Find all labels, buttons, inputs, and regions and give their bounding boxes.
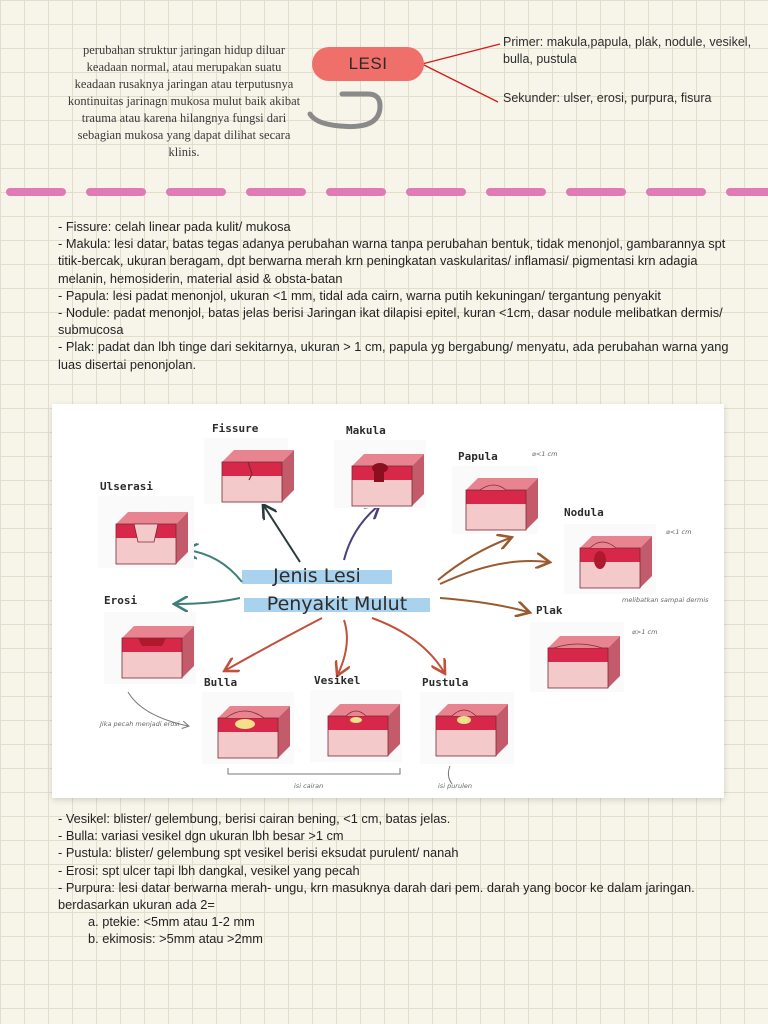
- arrow-bulla: [226, 618, 322, 670]
- arrow-fissure: [264, 506, 300, 562]
- label-bulla: Bulla: [204, 676, 237, 689]
- primer-connector-line: [422, 44, 500, 64]
- figure-title-line1: Jenis Lesi: [272, 565, 361, 587]
- figure-title-line2: Penyakit Mulut: [267, 593, 407, 615]
- definition-bulla: - Bulla: variasi vesikel dgn ukuran lbh …: [58, 827, 758, 844]
- purpura-ptekie: a. ptekie: <5mm atau 1-2 mm: [58, 913, 758, 930]
- sekunder-connector-line: [422, 64, 498, 102]
- label-vesikel: Vesikel: [314, 674, 360, 687]
- label-makula: Makula: [346, 424, 386, 437]
- definition-fissure: - Fissure: celah linear pada kulit/ muko…: [58, 218, 748, 235]
- bulla-vesikel-brace: [228, 768, 400, 774]
- lesion-types-figure: Jenis Lesi Penyakit Mulut Fissure Makula…: [52, 404, 724, 798]
- arrow-plak: [440, 598, 528, 612]
- definition-vesikel: - Vesikel: blister/ gelembung, berisi ca…: [58, 810, 758, 827]
- definition-nodule: - Nodule: padat menonjol, batas jelas be…: [58, 304, 748, 338]
- sekunder-note: Sekunder: ulser, erosi, purpura, fisura: [503, 90, 763, 107]
- label-pustula: Pustula: [422, 676, 468, 689]
- primer-note: Primer: makula,papula, plak, nodule, ves…: [503, 34, 763, 68]
- definition-pustula: - Pustula: blister/ gelembung spt vesike…: [58, 844, 758, 861]
- note-nodula: melibatkan sampai dermis: [622, 596, 709, 604]
- tissue-ulserasi: [116, 512, 188, 564]
- arrow-vesikel: [338, 620, 347, 674]
- lesion-definitions-top: - Fissure: celah linear pada kulit/ muko…: [58, 218, 748, 373]
- label-fissure: Fissure: [212, 422, 259, 435]
- label-nodula: Nodula: [564, 506, 604, 519]
- definition-purpura: - Purpura: lesi datar berwarna merah- un…: [58, 879, 758, 913]
- note-erosi: Jika pecah menjadi erosi: [98, 720, 180, 728]
- definition-papula: - Papula: lesi padat menonjol, ukuran <1…: [58, 287, 748, 304]
- lesion-definitions-bottom: - Vesikel: blister/ gelembung, berisi ca…: [58, 810, 758, 948]
- lesi-label: LESI: [349, 54, 388, 74]
- arrow-erosi: [176, 598, 240, 604]
- tissue-bulla: [218, 706, 290, 758]
- tissue-nodula: [580, 536, 652, 588]
- dashed-divider: [0, 182, 768, 202]
- tissue-plak: [548, 636, 620, 688]
- tissue-vesikel: [328, 704, 400, 756]
- lesion-diagram: Jenis Lesi Penyakit Mulut Fissure Makula…: [52, 404, 724, 798]
- note-pustula: isi purulen: [438, 782, 472, 790]
- arrow-pustula: [372, 618, 444, 672]
- arrow-papula: [438, 538, 510, 580]
- tissue-pustula: [436, 704, 508, 756]
- label-erosi: Erosi: [104, 594, 137, 607]
- note-papula-size: ⌀<1 cm: [532, 450, 557, 458]
- purpura-ekimosis: b. ekimosis: >5mm atau >2mm: [58, 930, 758, 947]
- lesi-definition: perubahan struktur jaringan hidup diluar…: [66, 42, 302, 161]
- note-nodula-size: ⌀<1 cm: [666, 528, 691, 536]
- tissue-papula: [466, 478, 538, 530]
- definition-erosi: - Erosi: spt ulcer tapi lbh dangkal, ves…: [58, 862, 758, 879]
- tissue-erosi: [122, 626, 194, 678]
- note-plak-size: ⌀>1 cm: [632, 628, 657, 636]
- arrow-nodula: [440, 561, 548, 584]
- curl-connector: [310, 94, 380, 127]
- tissue-fissure: [222, 450, 294, 502]
- arrow-makula: [344, 506, 378, 560]
- definition-plak: - Plak: padat dan lbh tinge dari sekitar…: [58, 338, 748, 372]
- label-ulserasi: Ulserasi: [100, 480, 153, 493]
- note-bulla: isi cairan: [294, 782, 323, 790]
- tissue-makula: [352, 454, 424, 506]
- label-plak: Plak: [536, 604, 563, 617]
- definition-makula: - Makula: lesi datar, batas tegas adanya…: [58, 235, 748, 287]
- arrow-ulserasi: [186, 550, 242, 582]
- label-papula: Papula: [458, 450, 498, 463]
- lesi-node: LESI: [312, 47, 424, 81]
